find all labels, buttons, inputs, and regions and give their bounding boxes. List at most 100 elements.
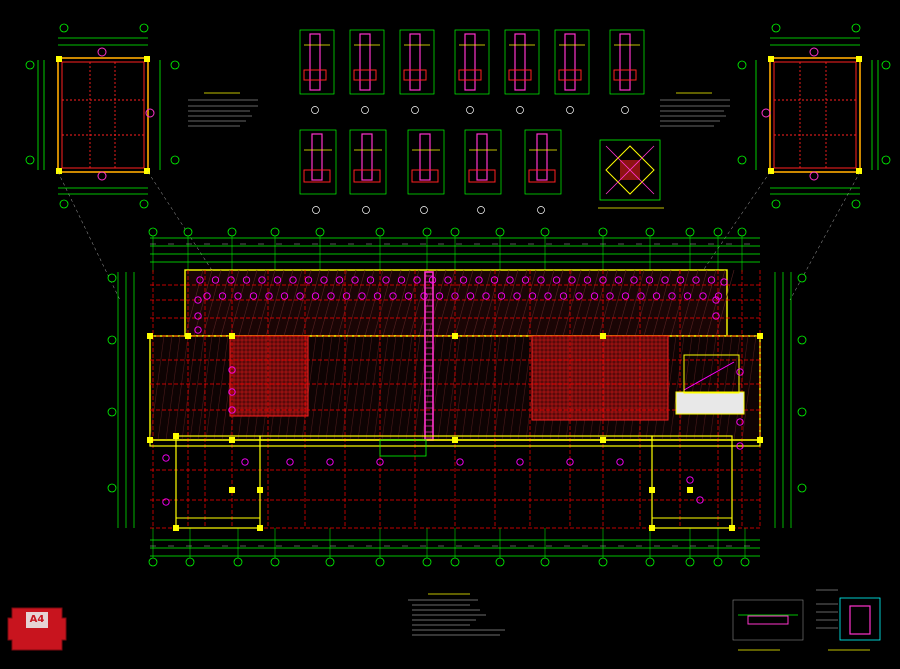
axis-bubble xyxy=(107,335,117,345)
detail-marker xyxy=(537,276,545,284)
detail-marker xyxy=(506,276,514,284)
detail-marker xyxy=(621,292,630,300)
detail-marker xyxy=(466,292,475,300)
title-stamp-icon: A4 xyxy=(6,604,68,654)
column xyxy=(757,437,763,443)
axis-bubble xyxy=(450,227,460,237)
detail-marker xyxy=(459,276,468,284)
detail-marker xyxy=(712,312,720,320)
detail-marker xyxy=(720,278,728,286)
detail-marker xyxy=(583,276,592,284)
axis-bubble xyxy=(797,335,807,345)
axis-bubble xyxy=(797,483,807,493)
axis-bubble xyxy=(325,557,335,567)
detail-marker xyxy=(162,454,170,462)
detail-marker xyxy=(482,292,490,300)
detail-marker xyxy=(351,276,359,284)
column xyxy=(600,333,606,339)
detail-marker xyxy=(544,292,552,300)
detail-marker xyxy=(692,276,700,284)
axis-bubble xyxy=(422,227,432,237)
axis-bubble xyxy=(233,557,243,567)
column xyxy=(257,487,263,493)
section-detail xyxy=(504,29,540,114)
detail-marker xyxy=(707,276,716,284)
axis-bubble xyxy=(183,227,193,237)
detail-marker xyxy=(286,458,294,466)
column xyxy=(452,437,458,443)
detail-marker xyxy=(194,326,202,334)
detail-marker xyxy=(296,292,304,300)
column xyxy=(147,333,153,339)
section-detail xyxy=(454,29,490,114)
axis-bubble xyxy=(107,407,117,417)
axis-bubble xyxy=(422,557,432,567)
detail-marker xyxy=(335,276,344,284)
column xyxy=(229,487,235,493)
detail-marker xyxy=(566,458,574,466)
section-detail xyxy=(349,129,387,214)
axis-bubble xyxy=(270,557,280,567)
axis-bubble xyxy=(495,227,505,237)
column xyxy=(173,433,179,439)
axis-bubble xyxy=(315,227,325,237)
detail-marker xyxy=(676,276,685,284)
section-detail xyxy=(299,129,337,214)
detail-marker xyxy=(389,292,397,300)
detail-marker xyxy=(249,292,258,300)
detail-marker xyxy=(516,458,524,466)
column xyxy=(600,437,606,443)
detail-marker xyxy=(652,292,661,300)
detail-marker xyxy=(736,368,744,376)
detail-marker xyxy=(420,292,428,300)
detail-marker xyxy=(490,276,499,284)
detail-marker xyxy=(194,312,202,320)
detail-marker xyxy=(456,458,464,466)
detail-marker xyxy=(289,276,297,284)
detail-marker xyxy=(528,292,537,300)
column xyxy=(185,333,191,339)
detail-marker xyxy=(194,296,202,304)
detail-marker xyxy=(258,276,266,284)
detail-marker xyxy=(366,276,375,284)
axis-bubble xyxy=(740,557,750,567)
detail-marker xyxy=(696,496,704,504)
detail-marker xyxy=(196,276,204,284)
detail-marker xyxy=(241,458,249,466)
detail-marker xyxy=(382,276,390,284)
detail-marker xyxy=(686,476,694,484)
section-detail xyxy=(299,29,335,114)
general-notes xyxy=(408,593,505,636)
column xyxy=(687,487,693,493)
axis-bubble xyxy=(107,483,117,493)
detail-marker xyxy=(320,276,328,284)
column xyxy=(173,525,179,531)
detail-marker xyxy=(552,276,561,284)
axis-bubble xyxy=(598,557,608,567)
detail-marker xyxy=(712,296,720,304)
axis-bubble xyxy=(148,227,158,237)
detail-marker xyxy=(342,292,351,300)
detail-marker xyxy=(435,292,444,300)
axis-bubble xyxy=(685,557,695,567)
axis-bubble xyxy=(645,557,655,567)
detail-marker xyxy=(404,292,413,300)
axis-bubble xyxy=(450,557,460,567)
column xyxy=(452,333,458,339)
section-details xyxy=(299,29,645,214)
detail-marker xyxy=(228,388,236,396)
bottom-right-details xyxy=(732,589,881,651)
detail-marker xyxy=(242,276,251,284)
left-detail-plan xyxy=(25,23,258,209)
detail-marker xyxy=(736,442,744,450)
detail-marker xyxy=(397,276,406,284)
column-joint-detail xyxy=(598,139,664,209)
detail-marker xyxy=(203,292,211,300)
axis-bubble xyxy=(598,227,608,237)
detail-marker xyxy=(630,276,638,284)
axis-bubble xyxy=(375,227,385,237)
column xyxy=(147,437,153,443)
column xyxy=(729,525,735,531)
axis-bubble xyxy=(797,273,807,283)
detail-marker xyxy=(606,292,614,300)
